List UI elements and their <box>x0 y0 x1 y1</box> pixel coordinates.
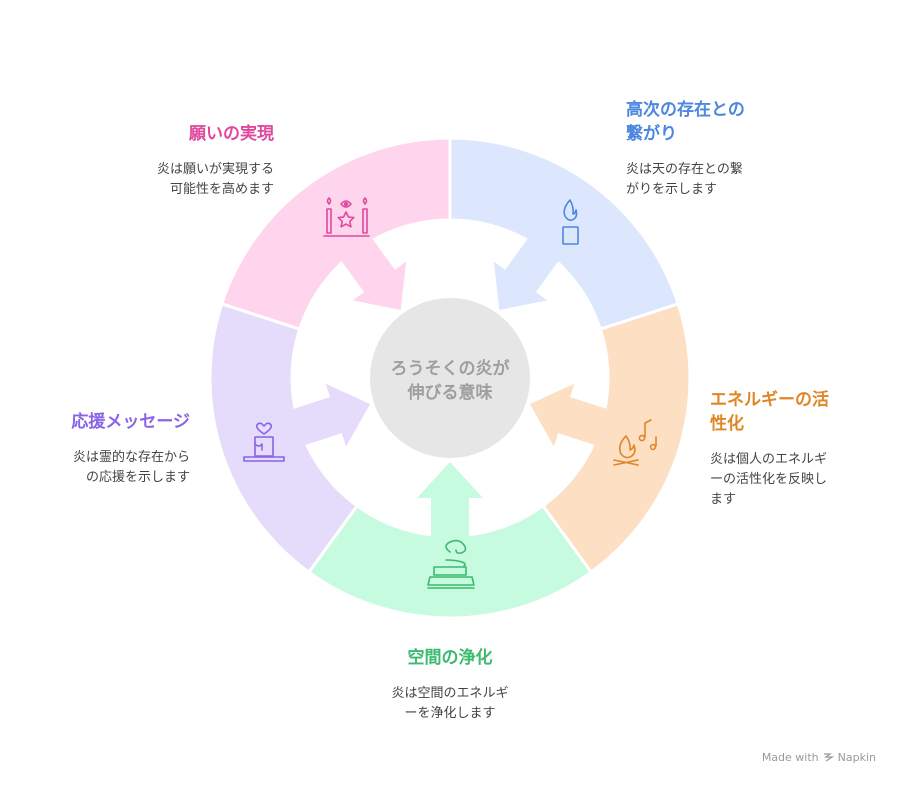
item-energy-desc-line3: ます <box>710 492 737 507</box>
item-higher-being-desc-line2: がりを示します <box>626 182 718 197</box>
item-purify-title: 空間の浄化 <box>407 648 493 668</box>
item-wish-desc-line2: 可能性を高めます <box>169 182 274 197</box>
item-support: 応援メッセージ 炎は霊的な存在から の応援を示します <box>20 410 190 488</box>
footer-brand: Napkin <box>837 751 876 764</box>
arrow-support <box>290 383 371 447</box>
item-higher-being-title-line2: 繋がり <box>626 124 677 144</box>
item-support-desc-line1: 炎は霊的な存在から <box>72 450 190 465</box>
item-higher-being-title-line1: 高次の存在との <box>626 100 745 120</box>
incense-smoke-icon <box>427 539 475 589</box>
item-purify: 空間の浄化 炎は空間のエネルギ ーを浄化します <box>350 646 550 724</box>
segment-support <box>208 301 360 575</box>
segment-higher-being <box>448 136 681 332</box>
item-support-desc: 炎は霊的な存在から の応援を示します <box>20 448 190 488</box>
altar-candles-icon <box>323 197 370 237</box>
item-energy-desc-line2: ーの活性化を反映し <box>710 472 828 487</box>
item-energy-title-line1: エネルギーの活 <box>710 390 829 410</box>
item-purify-desc-line1: 炎は空間のエネルギ <box>391 686 509 701</box>
item-wish-title: 願いの実現 <box>189 124 274 144</box>
footer-watermark: Made with Napkin <box>762 751 876 764</box>
item-support-desc-line2: の応援を示します <box>85 470 190 485</box>
item-higher-being-desc-line1: 炎は天の存在との繋 <box>626 162 743 177</box>
item-energy: エネルギーの活 性化 炎は個人のエネルギ ーの活性化を反映し ます <box>710 388 880 510</box>
item-wish-desc: 炎は願いが実現する 可能性を高めます <box>100 160 274 200</box>
campfire-music-icon <box>613 419 657 466</box>
center-title-line2: 伸びる意味 <box>407 382 493 403</box>
segment-energy <box>540 301 692 575</box>
item-energy-desc-line1: 炎は個人のエネルギ <box>710 452 828 467</box>
arrow-higher-being <box>493 235 561 311</box>
item-wish-desc-line1: 炎は願いが実現する <box>156 162 274 177</box>
segment-purify <box>306 503 594 620</box>
candle-flame-icon <box>562 199 579 245</box>
item-energy-title-line2: 性化 <box>710 414 744 434</box>
item-higher-being-desc: 炎は天の存在との繋 がりを示します <box>626 160 826 200</box>
item-energy-title: エネルギーの活 性化 <box>710 388 880 436</box>
candle-heart-icon <box>243 422 285 462</box>
napkin-logo-icon <box>823 753 834 762</box>
item-purify-desc: 炎は空間のエネルギ ーを浄化します <box>350 684 550 724</box>
arrow-wish <box>339 235 407 311</box>
item-wish: 願いの実現 炎は願いが実現する 可能性を高めます <box>100 122 274 200</box>
item-energy-desc: 炎は個人のエネルギ ーの活性化を反映し ます <box>710 450 880 510</box>
footer-made-with: Made with <box>761 751 819 764</box>
segment-wish <box>219 136 452 332</box>
item-support-title: 応援メッセージ <box>71 412 190 432</box>
item-purify-desc-line2: ーを浄化します <box>404 706 496 721</box>
item-higher-being: 高次の存在との 繋がり 炎は天の存在との繋 がりを示します <box>626 98 826 200</box>
arrow-energy <box>529 383 610 447</box>
item-higher-being-title: 高次の存在との 繋がり <box>626 98 826 146</box>
arrow-purify <box>417 462 483 540</box>
center-circle <box>370 298 530 458</box>
center-title-line1: ろうそくの炎が <box>391 358 510 379</box>
